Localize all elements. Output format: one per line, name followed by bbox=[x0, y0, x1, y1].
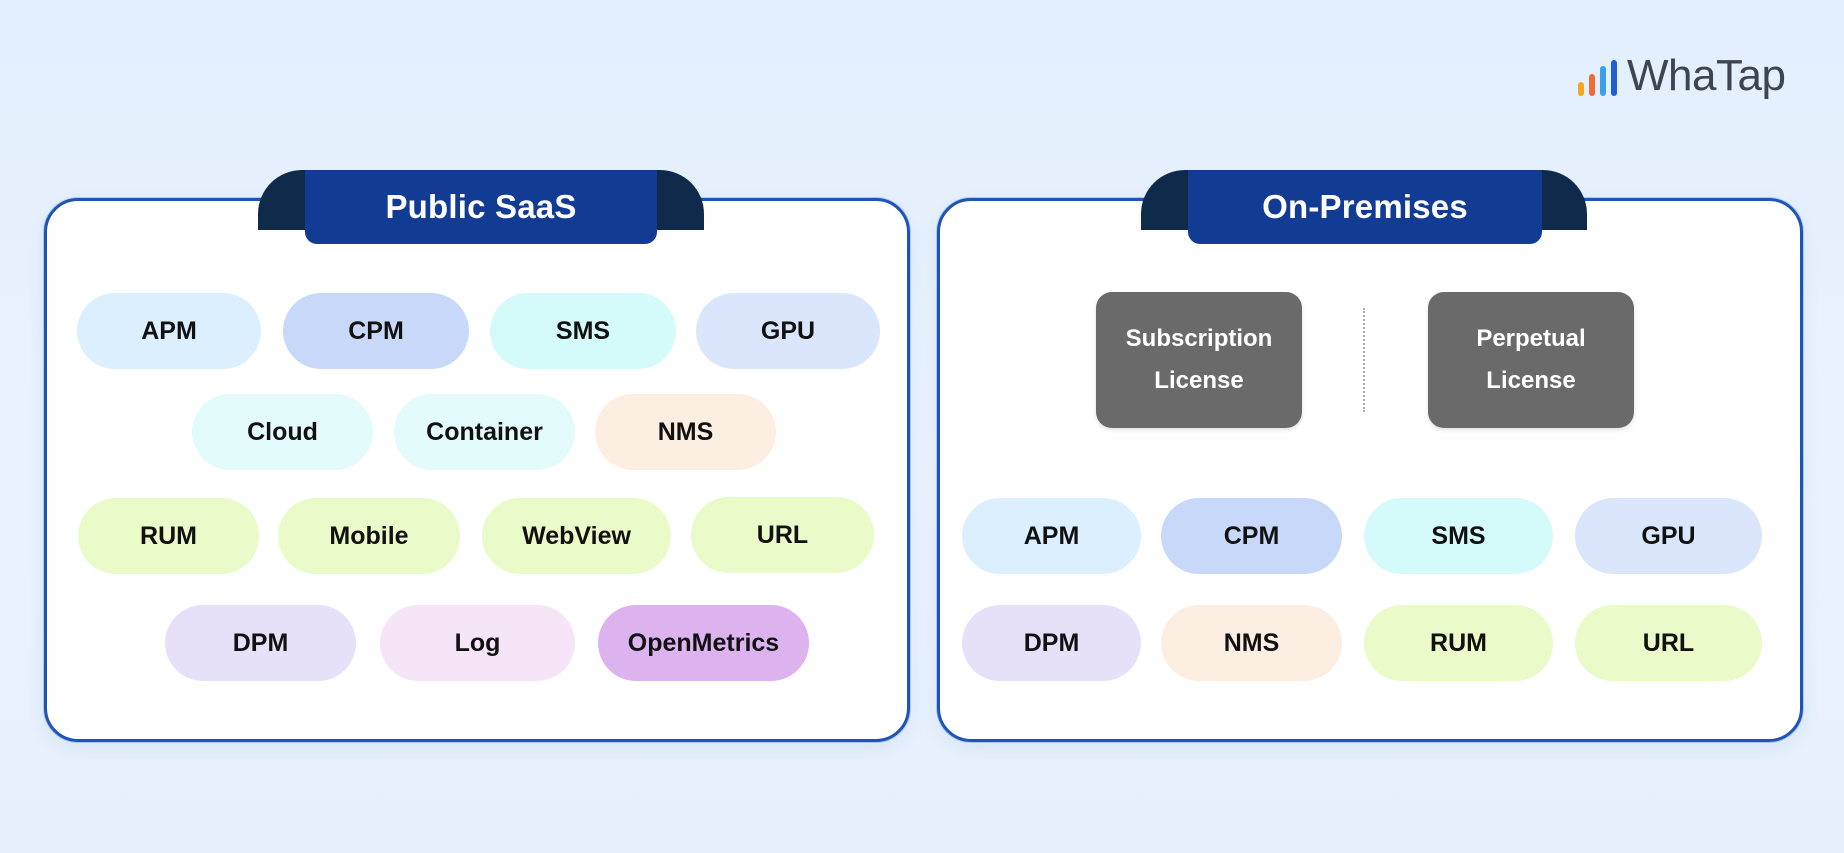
perpetual-license-line1: Perpetual bbox=[1476, 325, 1586, 352]
pill-mobile: Mobile bbox=[278, 498, 460, 574]
pill-cpm: CPM bbox=[283, 293, 469, 369]
pill-url: URL bbox=[1575, 605, 1762, 681]
pill-apm: APM bbox=[77, 293, 261, 369]
pill-url: URL bbox=[691, 497, 874, 573]
logo-bar bbox=[1589, 74, 1595, 96]
pill-dpm: DPM bbox=[165, 605, 356, 681]
logo-bars-icon bbox=[1578, 56, 1617, 96]
pill-container: Container bbox=[394, 394, 575, 470]
pill-cloud: Cloud bbox=[192, 394, 373, 470]
logo-bar bbox=[1578, 82, 1584, 96]
perpetual-license-line2: License bbox=[1486, 367, 1576, 394]
pill-nms: NMS bbox=[595, 394, 776, 470]
logo-bar bbox=[1600, 66, 1606, 96]
pill-cpm: CPM bbox=[1161, 498, 1342, 574]
whatap-logo: WhaTap bbox=[1578, 50, 1786, 102]
pill-rum: RUM bbox=[78, 498, 259, 574]
on-premises-title: On-Premises bbox=[1188, 170, 1542, 244]
pill-nms: NMS bbox=[1161, 605, 1342, 681]
pill-log: Log bbox=[380, 605, 575, 681]
subscription-license-line1: Subscription bbox=[1125, 325, 1273, 352]
subscription-license-line2: License bbox=[1154, 367, 1244, 394]
logo-bar bbox=[1611, 60, 1617, 96]
pill-dpm: DPM bbox=[962, 605, 1141, 681]
public-saas-tab-wrap: Public SaaS bbox=[258, 170, 704, 246]
pill-sms: SMS bbox=[1364, 498, 1553, 574]
on-premises-tab-wrap: On-Premises bbox=[1141, 170, 1587, 246]
pill-gpu: GPU bbox=[1575, 498, 1762, 574]
pill-webview: WebView bbox=[482, 498, 671, 574]
pill-apm: APM bbox=[962, 498, 1141, 574]
license-divider bbox=[1363, 308, 1365, 412]
pill-gpu: GPU bbox=[696, 293, 880, 369]
perpetual-license-box: Perpetual License bbox=[1428, 292, 1634, 428]
public-saas-title: Public SaaS bbox=[305, 170, 657, 244]
pill-sms: SMS bbox=[490, 293, 676, 369]
subscription-license-box: Subscription License bbox=[1096, 292, 1302, 428]
logo-text: WhaTap bbox=[1627, 51, 1786, 100]
pill-rum: RUM bbox=[1364, 605, 1553, 681]
pill-openmetrics: OpenMetrics bbox=[598, 605, 809, 681]
